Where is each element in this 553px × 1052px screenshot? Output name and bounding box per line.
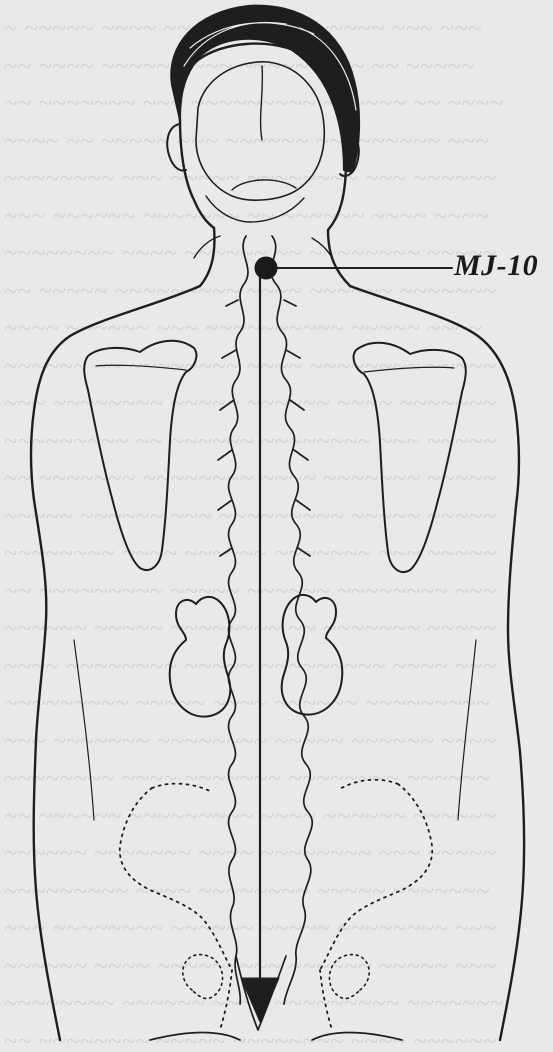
left-hip-socket: [183, 955, 223, 999]
right-torso-side: [500, 506, 524, 1040]
spine-right-edge: [271, 236, 312, 1004]
spine-left-edge: [229, 236, 248, 1004]
neck-right: [328, 230, 350, 286]
neck-left: [200, 228, 214, 286]
vertebral-column: [218, 236, 312, 1004]
left-torso-side: [34, 500, 60, 1040]
rib-stubs: [218, 300, 310, 556]
right-scapula: [354, 343, 466, 572]
right-back-muscle: [458, 640, 476, 820]
pelvis-right: [320, 784, 432, 970]
arrow-down-icon: [241, 978, 279, 1022]
left-clavicle: [194, 236, 220, 258]
buttock-line: [150, 1033, 402, 1041]
pelvis-top: [152, 780, 398, 792]
point-label: MJ-10: [454, 249, 538, 283]
left-scapula: [84, 341, 196, 570]
skull-suture: [232, 66, 296, 190]
left-scapula-spine: [96, 365, 186, 370]
right-kidney: [282, 595, 343, 715]
right-scapula-spine: [364, 367, 454, 372]
right-shoulder: [350, 286, 519, 506]
right-hip-socket: [329, 955, 369, 999]
left-shoulder: [31, 286, 200, 500]
left-kidney: [170, 597, 231, 717]
pelvis-left: [120, 788, 232, 970]
left-back-muscle: [74, 640, 94, 820]
point-marker: [255, 257, 277, 279]
